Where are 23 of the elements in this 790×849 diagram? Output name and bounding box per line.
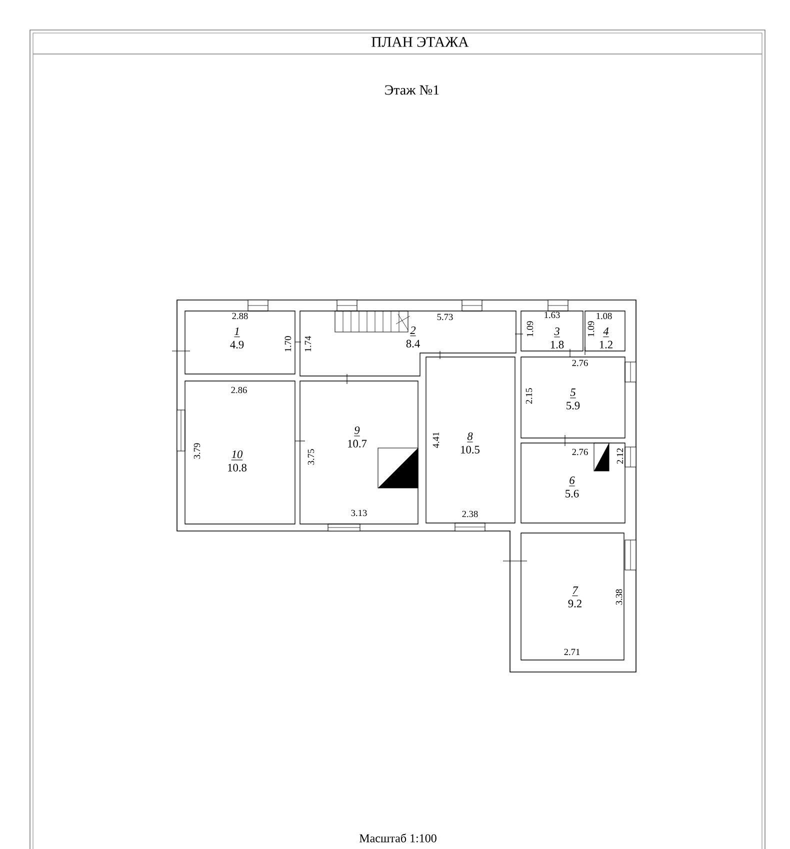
dimension-label: 3.75 [308, 449, 314, 465]
dimension-label: 2.12 [616, 448, 624, 464]
floor-label: Этаж №1 [385, 85, 439, 95]
dimension-label: 2.86 [231, 386, 247, 394]
dimension-label: 2.15 [526, 388, 532, 404]
dimension-label: 2.71 [564, 648, 580, 656]
dimension-label: 1.09 [526, 321, 534, 336]
scale-note: Масштаб 1:100 [360, 834, 436, 842]
dimension-label: 1.09 [588, 321, 594, 336]
dimension-label: 2.76 [572, 360, 588, 366]
title: ПЛАН ЭТАЖА [372, 37, 469, 47]
dimension-label: 5.73 [437, 314, 453, 320]
dimension-label: 1.70 [284, 336, 292, 352]
dimension-label: 3.13 [351, 510, 367, 516]
dimension-label: 1.08 [596, 312, 612, 320]
dimension-label: 3.79 [194, 443, 200, 459]
dimension-label: 3.38 [616, 589, 622, 605]
dimension-label: 2.38 [462, 510, 478, 518]
dimension-label: 1.63 [544, 312, 560, 318]
dimension-label: 2.76 [572, 448, 588, 456]
dimension-label: 4.41 [432, 432, 440, 448]
dimension-label: 2.88 [232, 312, 248, 320]
dimension-label: 1.74 [304, 336, 312, 352]
